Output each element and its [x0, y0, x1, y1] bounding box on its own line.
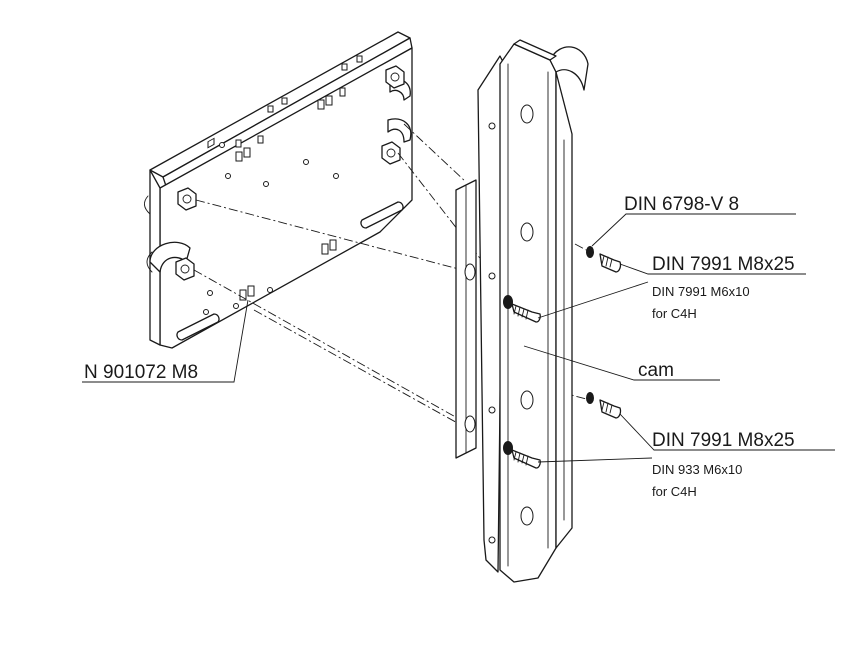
labels: DIN 6798-V 8 DIN 7991 M8x25 DIN 7991 M6x…: [84, 194, 795, 499]
side-washer-lower: [586, 392, 594, 404]
alignment-lines: [193, 123, 591, 431]
leader-cam-screw-lower: [537, 457, 653, 463]
label-screw-upper: DIN 7991 M8x25: [652, 254, 795, 275]
cam-screw-lower: [503, 441, 541, 469]
nut-mid-right: [381, 141, 401, 165]
cam-side-face: [477, 55, 505, 573]
plate-slots: [207, 55, 363, 301]
label-screw-lower: DIN 7991 M8x25: [652, 430, 795, 451]
leader-screw-upper: [619, 263, 806, 275]
plate-curl: [149, 241, 191, 273]
label-screw-lower-alt: DIN 933 M6x10: [652, 462, 742, 477]
cam-screw-upper: [503, 295, 541, 323]
leader-nut: [82, 299, 249, 383]
label-screw-lower-alt-note: for C4H: [652, 484, 697, 499]
plate-nuts: [175, 65, 405, 281]
nut-top-left: [177, 187, 197, 211]
nut-bottom-left: [175, 257, 195, 281]
cam-flange-hole-lower: [464, 415, 476, 433]
mounting-plate: [144, 31, 413, 349]
plate-holes: [203, 142, 339, 315]
cam-holes: [488, 104, 534, 544]
nut-top-right: [385, 65, 405, 89]
side-washer-upper: [586, 246, 594, 258]
side-screw-lower: [599, 399, 622, 419]
side-screw-upper: [599, 253, 622, 273]
cam-top-cap: [513, 39, 557, 61]
label-cam: cam: [638, 360, 674, 381]
plate-face: [159, 47, 413, 349]
leader-lines: [82, 213, 835, 463]
leader-cam-screw-upper: [537, 281, 649, 319]
label-nut: N 901072 M8: [84, 362, 198, 383]
leader-washer: [591, 213, 796, 247]
leader-cam: [523, 345, 720, 381]
cam-fasteners: [503, 246, 622, 469]
label-screw-upper-alt: DIN 7991 M6x10: [652, 284, 750, 299]
cam-flange-hole-upper: [464, 263, 476, 281]
label-screw-upper-alt-note: for C4H: [652, 306, 697, 321]
plate-long-slot-lower: [176, 313, 220, 341]
cam-top-hook: [549, 46, 589, 91]
label-washer: DIN 6798-V 8: [624, 194, 739, 215]
plate-long-slot-upper: [360, 201, 404, 229]
leader-screw-lower: [619, 413, 835, 451]
